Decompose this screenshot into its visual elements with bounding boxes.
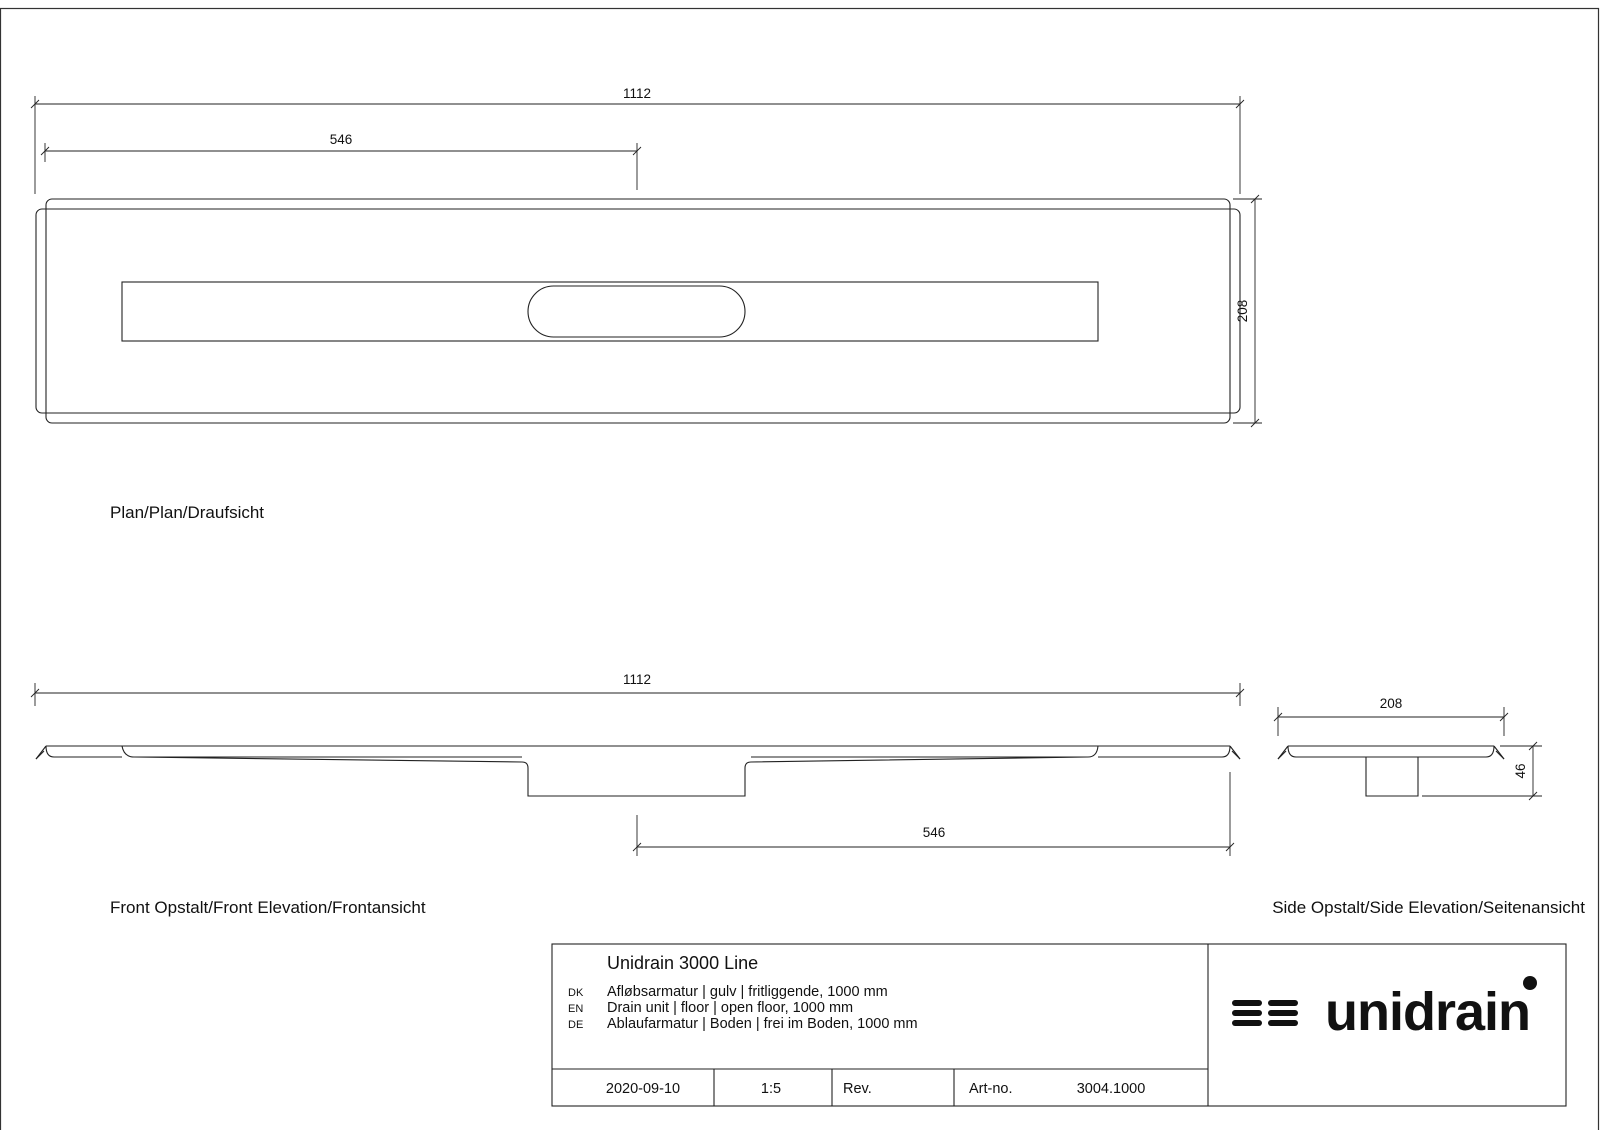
desc-en-text: Drain unit | floor | open floor, 1000 mm (607, 1000, 853, 1016)
plan-flange-outline (45, 198, 1231, 424)
plan-dim-outlet: 546 (40, 132, 642, 190)
front-profile (35, 745, 1241, 797)
unidrain-logo-text: unidrain (1325, 982, 1530, 1042)
front-dim-outlet-text: 546 (923, 825, 946, 840)
front-dim-length-text: 1112 (623, 672, 651, 687)
plan-dim-length-text: 1112 (623, 86, 651, 101)
plan-view-label: Plan/Plan/Draufsicht (110, 503, 264, 522)
side-profile (1277, 745, 1505, 797)
unidrain-logo-mark-icon (1232, 1000, 1298, 1026)
side-view: 208 46 (1273, 696, 1542, 801)
plan-view: 1112 546 208 (30, 86, 1262, 428)
front-view: 1112 546 (30, 672, 1245, 856)
desc-en-code: EN (568, 1003, 583, 1015)
desc-dk-text: Afløbsarmatur | gulv | fritliggende, 100… (607, 984, 888, 1000)
plan-dim-outlet-text: 546 (330, 132, 353, 147)
desc-de-code: DE (568, 1019, 583, 1031)
plan-dim-width: 208 (1233, 194, 1262, 428)
plan-dim-length: 1112 (30, 86, 1245, 194)
side-dim-height-text: 46 (1513, 763, 1528, 778)
plan-dim-width-text: 208 (1235, 300, 1250, 323)
unidrain-logo: unidrain (1232, 976, 1537, 1042)
desc-dk-code: DK (568, 987, 584, 999)
product-title: Unidrain 3000 Line (607, 953, 758, 973)
drawing-scale: 1:5 (761, 1081, 781, 1097)
side-dim-width-text: 208 (1380, 696, 1403, 711)
plan-body-outline (35, 208, 1241, 414)
artno-label: Art-no. (969, 1081, 1013, 1097)
sheet-frame (0, 7, 1600, 1130)
title-block: Unidrain 3000 Line DK Afløbsarmatur | gu… (551, 943, 1567, 1107)
side-view-label: Side Opstalt/Side Elevation/Seitenansich… (1272, 898, 1585, 917)
desc-de-text: Ablaufarmatur | Boden | frei im Boden, 1… (607, 1016, 918, 1032)
plan-channel (121, 281, 1099, 342)
registered-mark-icon (1523, 976, 1537, 990)
side-dim-height: 46 (1422, 741, 1542, 801)
drawing-date: 2020-09-10 (606, 1081, 680, 1097)
side-dim-width: 208 (1273, 696, 1509, 736)
plan-outlet-slot (527, 285, 746, 338)
front-dim-length: 1112 (30, 672, 1245, 706)
revision-label: Rev. (843, 1081, 872, 1097)
artno-value: 3004.1000 (1077, 1081, 1146, 1097)
title-block-frame (551, 943, 1567, 1107)
front-dim-outlet: 546 (632, 772, 1235, 856)
front-view-label: Front Opstalt/Front Elevation/Frontansic… (110, 898, 426, 917)
